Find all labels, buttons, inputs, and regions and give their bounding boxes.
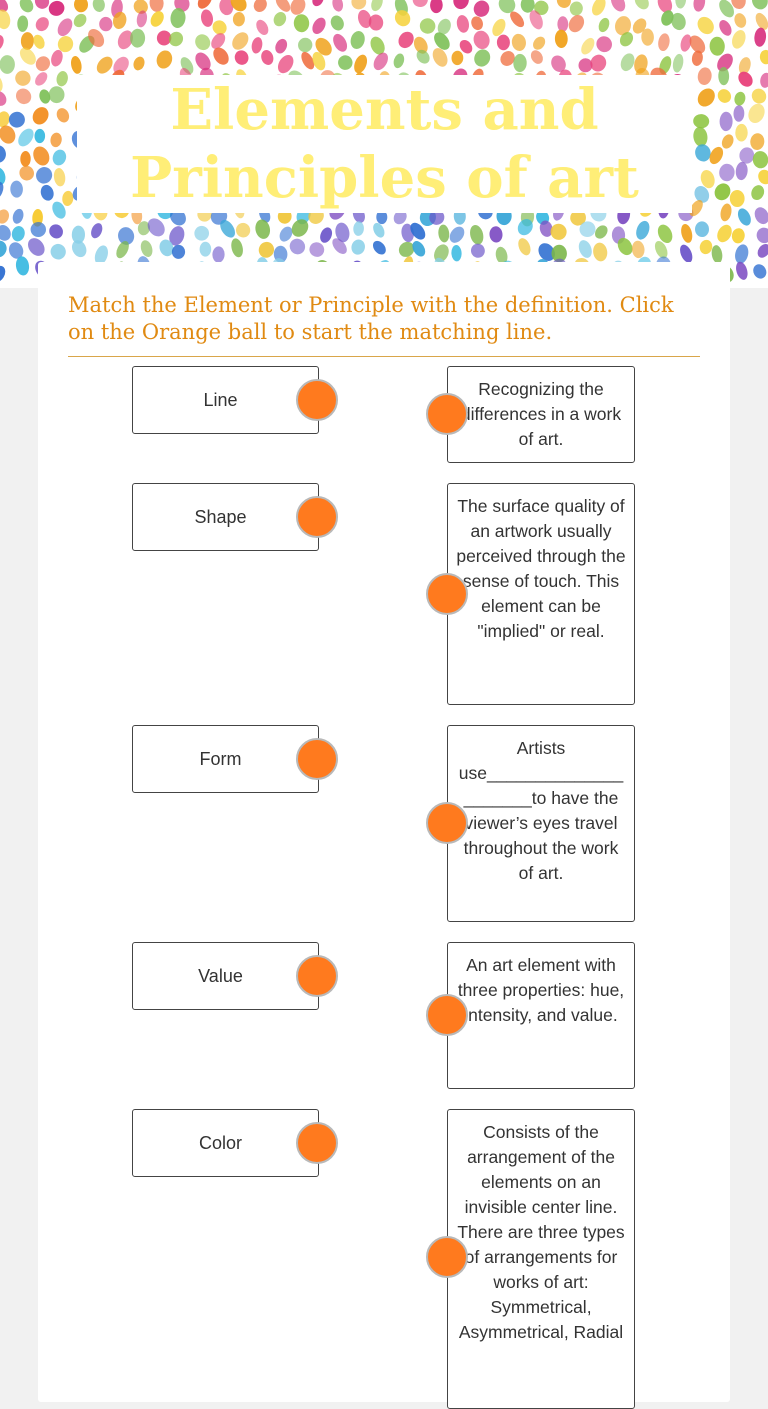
- term-label: Form: [199, 748, 242, 769]
- definition-4-ball[interactable]: [426, 994, 468, 1036]
- term-line-box: Line: [132, 366, 319, 434]
- definition-text: Artists use_____________________to have …: [458, 738, 624, 883]
- definition-box: Recognizing the differences in a work of…: [447, 366, 635, 463]
- definition-2-ball[interactable]: [426, 573, 468, 615]
- term-shape-ball[interactable]: [296, 496, 338, 538]
- definition-text: Recognizing the differences in a work of…: [460, 379, 622, 449]
- definition-box: Artists use_____________________to have …: [447, 725, 635, 922]
- term-form-box: Form: [132, 725, 319, 793]
- definition-1-ball[interactable]: [426, 393, 468, 435]
- definition-5-ball[interactable]: [426, 1236, 468, 1278]
- page-title: Elements and Principles of art: [130, 77, 639, 211]
- title-box: Elements and Principles of art: [77, 75, 692, 213]
- term-color-ball[interactable]: [296, 1122, 338, 1164]
- definition-box: An art element with three properties: hu…: [447, 942, 635, 1089]
- term-label: Line: [203, 389, 238, 410]
- definition-text: An art element with three properties: hu…: [457, 955, 625, 1025]
- term-line-ball[interactable]: [296, 379, 338, 421]
- term-label: Shape: [194, 506, 247, 527]
- definition-text: Consists of the arrangement of the eleme…: [457, 1122, 625, 1342]
- term-label: Color: [198, 1132, 242, 1153]
- worksheet-card: Match the Element or Principle with the …: [38, 262, 730, 1409]
- definition-box: Consists of the arrangement of the eleme…: [447, 1109, 635, 1409]
- term-shape-box: Shape: [132, 483, 319, 551]
- instructions-text: Match the Element or Principle with the …: [68, 292, 700, 357]
- definition-box: The surface quality of an artwork usuall…: [447, 483, 635, 705]
- term-value-ball[interactable]: [296, 955, 338, 997]
- definition-text: The surface quality of an artwork usuall…: [456, 496, 626, 641]
- term-label: Value: [198, 965, 243, 986]
- term-value-box: Value: [132, 942, 319, 1010]
- term-form-ball[interactable]: [296, 738, 338, 780]
- term-color-box: Color: [132, 1109, 319, 1177]
- definition-3-ball[interactable]: [426, 802, 468, 844]
